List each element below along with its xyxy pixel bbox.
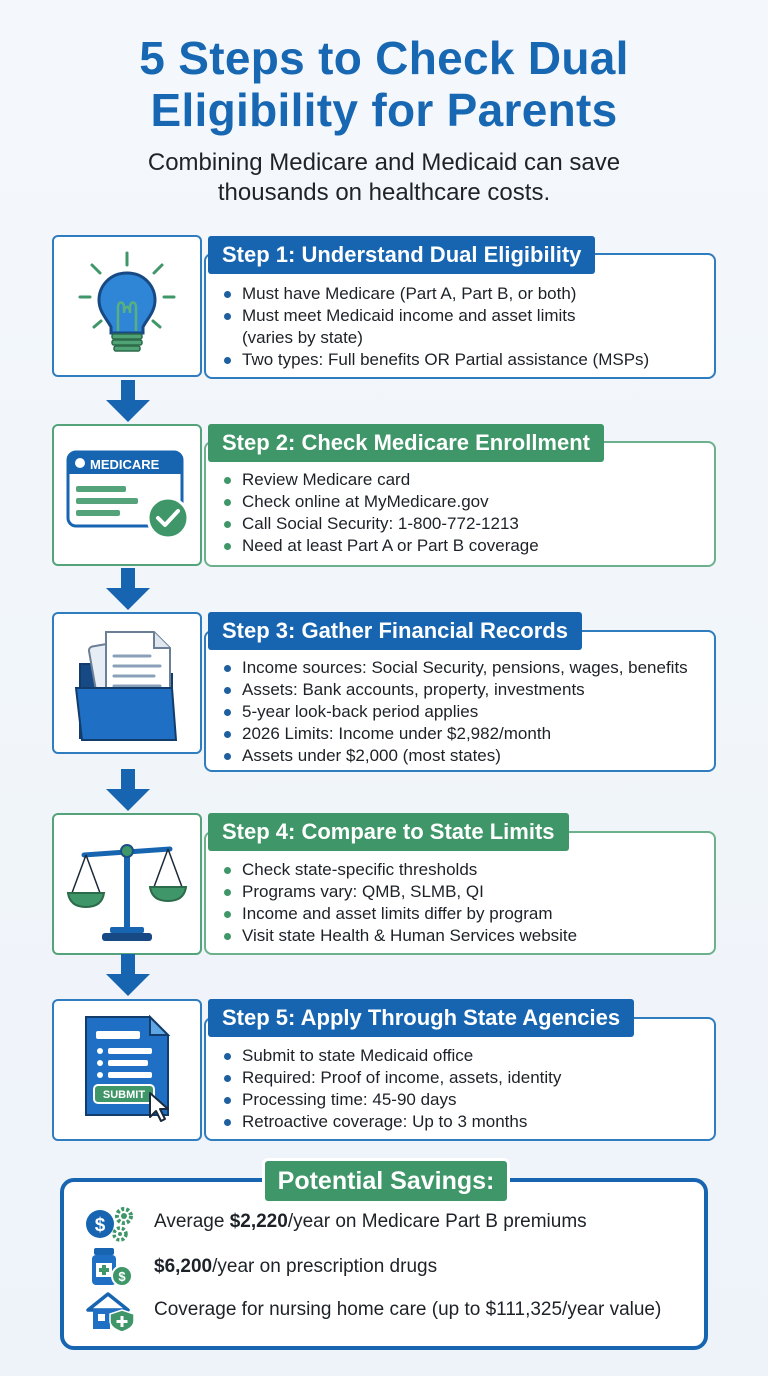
list-item: Retroactive coverage: Up to 3 months (222, 1111, 561, 1133)
svg-text:$: $ (118, 1269, 126, 1284)
step-2-icon-box: MEDICARE (52, 424, 202, 566)
application-form-icon: SUBMIT (85, 1014, 171, 1122)
savings-item-prescriptions: $6,200/year on prescription drugs (154, 1256, 437, 1278)
step-4-panel (204, 831, 716, 955)
list-item: 2026 Limits: Income under $2,982/month (222, 723, 688, 745)
step-2-panel (204, 441, 716, 567)
step-1-icon-box (52, 235, 202, 377)
step-3-header: Step 3: Gather Financial Records (208, 612, 582, 650)
card-label: MEDICARE (90, 457, 160, 472)
list-item: Call Social Security: 1-800-772-1213 (222, 513, 539, 535)
step-4-icon-box (52, 813, 202, 955)
step-3-icon-box (52, 612, 202, 754)
savings-item-nursing-home: Coverage for nursing home care (up to $1… (154, 1299, 661, 1321)
page-title: 5 Steps to Check Dual Eligibility for Pa… (0, 32, 768, 136)
medicare-card-icon: MEDICARE (66, 450, 190, 540)
down-arrow-icon (106, 380, 150, 422)
list-item: Submit to state Medicaid office (222, 1045, 561, 1067)
pill-bottle-dollar-icon: $ (92, 1248, 133, 1287)
step-3-panel (204, 630, 716, 772)
title-line-1: 5 Steps to Check Dual (139, 32, 629, 84)
list-item: 5-year look-back period applies (222, 701, 688, 723)
lightbulb-icon (78, 251, 176, 352)
list-item: Assets under $2,000 (most states) (222, 745, 688, 767)
title-line-2: Eligibility for Parents (150, 84, 618, 136)
step-4-bullets: Check state-specific thresholds Programs… (222, 859, 577, 947)
step-3-bullets: Income sources: Social Security, pension… (222, 657, 688, 767)
list-item: Income sources: Social Security, pension… (222, 657, 688, 679)
savings-item-prefix: Average (154, 1211, 230, 1232)
savings-item-suffix: /year on prescription drugs (212, 1256, 438, 1277)
down-arrow-icon (106, 769, 150, 811)
step-1-bullets: Must have Medicare (Part A, Part B, or b… (222, 283, 649, 371)
list-item: Programs vary: QMB, SLMB, QI (222, 881, 577, 903)
list-item: Must meet Medicaid income and asset limi… (222, 305, 649, 327)
svg-text:$: $ (95, 1215, 106, 1236)
step-4-header: Step 4: Compare to State Limits (208, 813, 569, 851)
list-item: Check state-specific thresholds (222, 859, 577, 881)
savings-item-suffix: /year on Medicare Part B premiums (287, 1211, 587, 1232)
step-1-header: Step 1: Understand Dual Eligibility (208, 236, 596, 274)
balance-scale-icon (66, 844, 188, 941)
list-item: Two types: Full benefits OR Partial assi… (222, 349, 649, 371)
savings-item-part-b: Average $2,220/year on Medicare Part B p… (154, 1211, 587, 1233)
list-item: Assets: Bank accounts, property, investm… (222, 679, 688, 701)
step-5-icon-box: SUBMIT (52, 999, 202, 1141)
step-2-header: Step 2: Check Medicare Enrollment (208, 424, 604, 462)
subtitle-line-1: Combining Medicare and Medicaid can save (147, 149, 621, 176)
step-5-panel (204, 1017, 716, 1141)
step-2-bullets: Review Medicare card Check online at MyM… (222, 469, 539, 557)
step-5-bullets: Submit to state Medicaid office Required… (222, 1045, 561, 1133)
list-item: Processing time: 45-90 days (222, 1089, 561, 1111)
dollar-gears-icon: $ (86, 1207, 133, 1242)
savings-item-amount: $2,220 (229, 1211, 288, 1232)
house-shield-icon (86, 1292, 135, 1332)
list-item: Visit state Health & Human Services webs… (222, 925, 577, 947)
list-item-continuation: (varies by state) (242, 328, 363, 347)
savings-header: Potential Savings: (262, 1158, 510, 1204)
savings-panel (60, 1178, 708, 1350)
page-subtitle: Combining Medicare and Medicaid can save… (0, 148, 768, 208)
list-item: (varies by state) (222, 327, 649, 349)
subtitle-line-2: thousands on healthcare costs. (217, 179, 551, 206)
folder-documents-icon (74, 631, 178, 741)
list-item: Must have Medicare (Part A, Part B, or b… (222, 283, 649, 305)
savings-item-amount: $6,200 (154, 1256, 213, 1277)
list-item: Check online at MyMedicare.gov (222, 491, 539, 513)
step-5-header: Step 5: Apply Through State Agencies (208, 999, 635, 1037)
down-arrow-icon (106, 954, 150, 996)
list-item: Review Medicare card (222, 469, 539, 491)
list-item: Need at least Part A or Part B coverage (222, 535, 539, 557)
list-item: Required: Proof of income, assets, ident… (222, 1067, 561, 1089)
savings-item-prefix: Coverage for nursing home care (up to $1… (154, 1299, 662, 1320)
submit-label: SUBMIT (103, 1089, 145, 1101)
down-arrow-icon (106, 568, 150, 610)
list-item: Income and asset limits differ by progra… (222, 903, 577, 925)
